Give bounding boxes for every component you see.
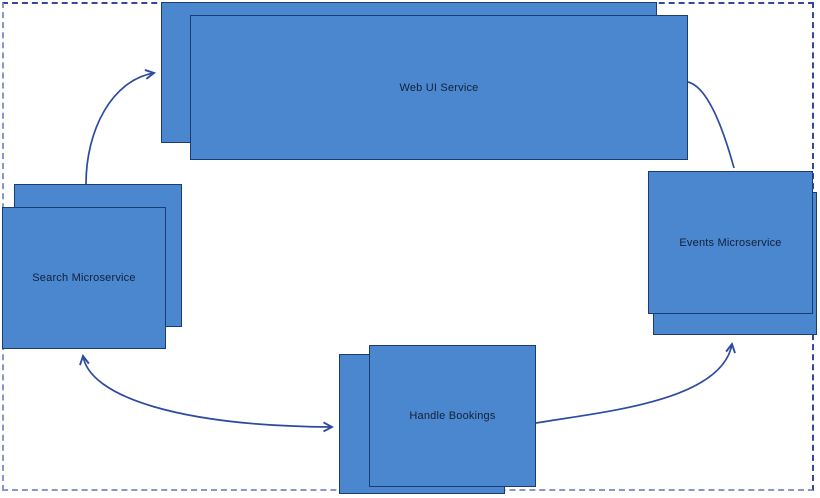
node-search-microservice-front-rect[interactable]: Search Microservice xyxy=(2,207,166,349)
node-label-search-microservice: Search Microservice xyxy=(32,272,136,284)
node-label-events-microservice: Events Microservice xyxy=(679,236,782,249)
node-label-handle-bookings: Handle Bookings xyxy=(409,410,496,422)
node-label-web-ui-service: Web UI Service xyxy=(399,81,479,94)
edge-bookings-to-events[interactable] xyxy=(535,344,732,424)
edge-webui-to-events[interactable] xyxy=(687,81,735,169)
node-events-microservice-front-rect[interactable]: Events Microservice xyxy=(648,171,813,314)
node-handle-bookings-front-rect[interactable]: Handle Bookings xyxy=(369,345,536,487)
edge-search-bookings-bidirectional[interactable] xyxy=(83,356,332,427)
node-web-ui-service-front-rect[interactable]: Web UI Service xyxy=(190,15,688,160)
edge-search-to-webui[interactable] xyxy=(85,73,154,185)
